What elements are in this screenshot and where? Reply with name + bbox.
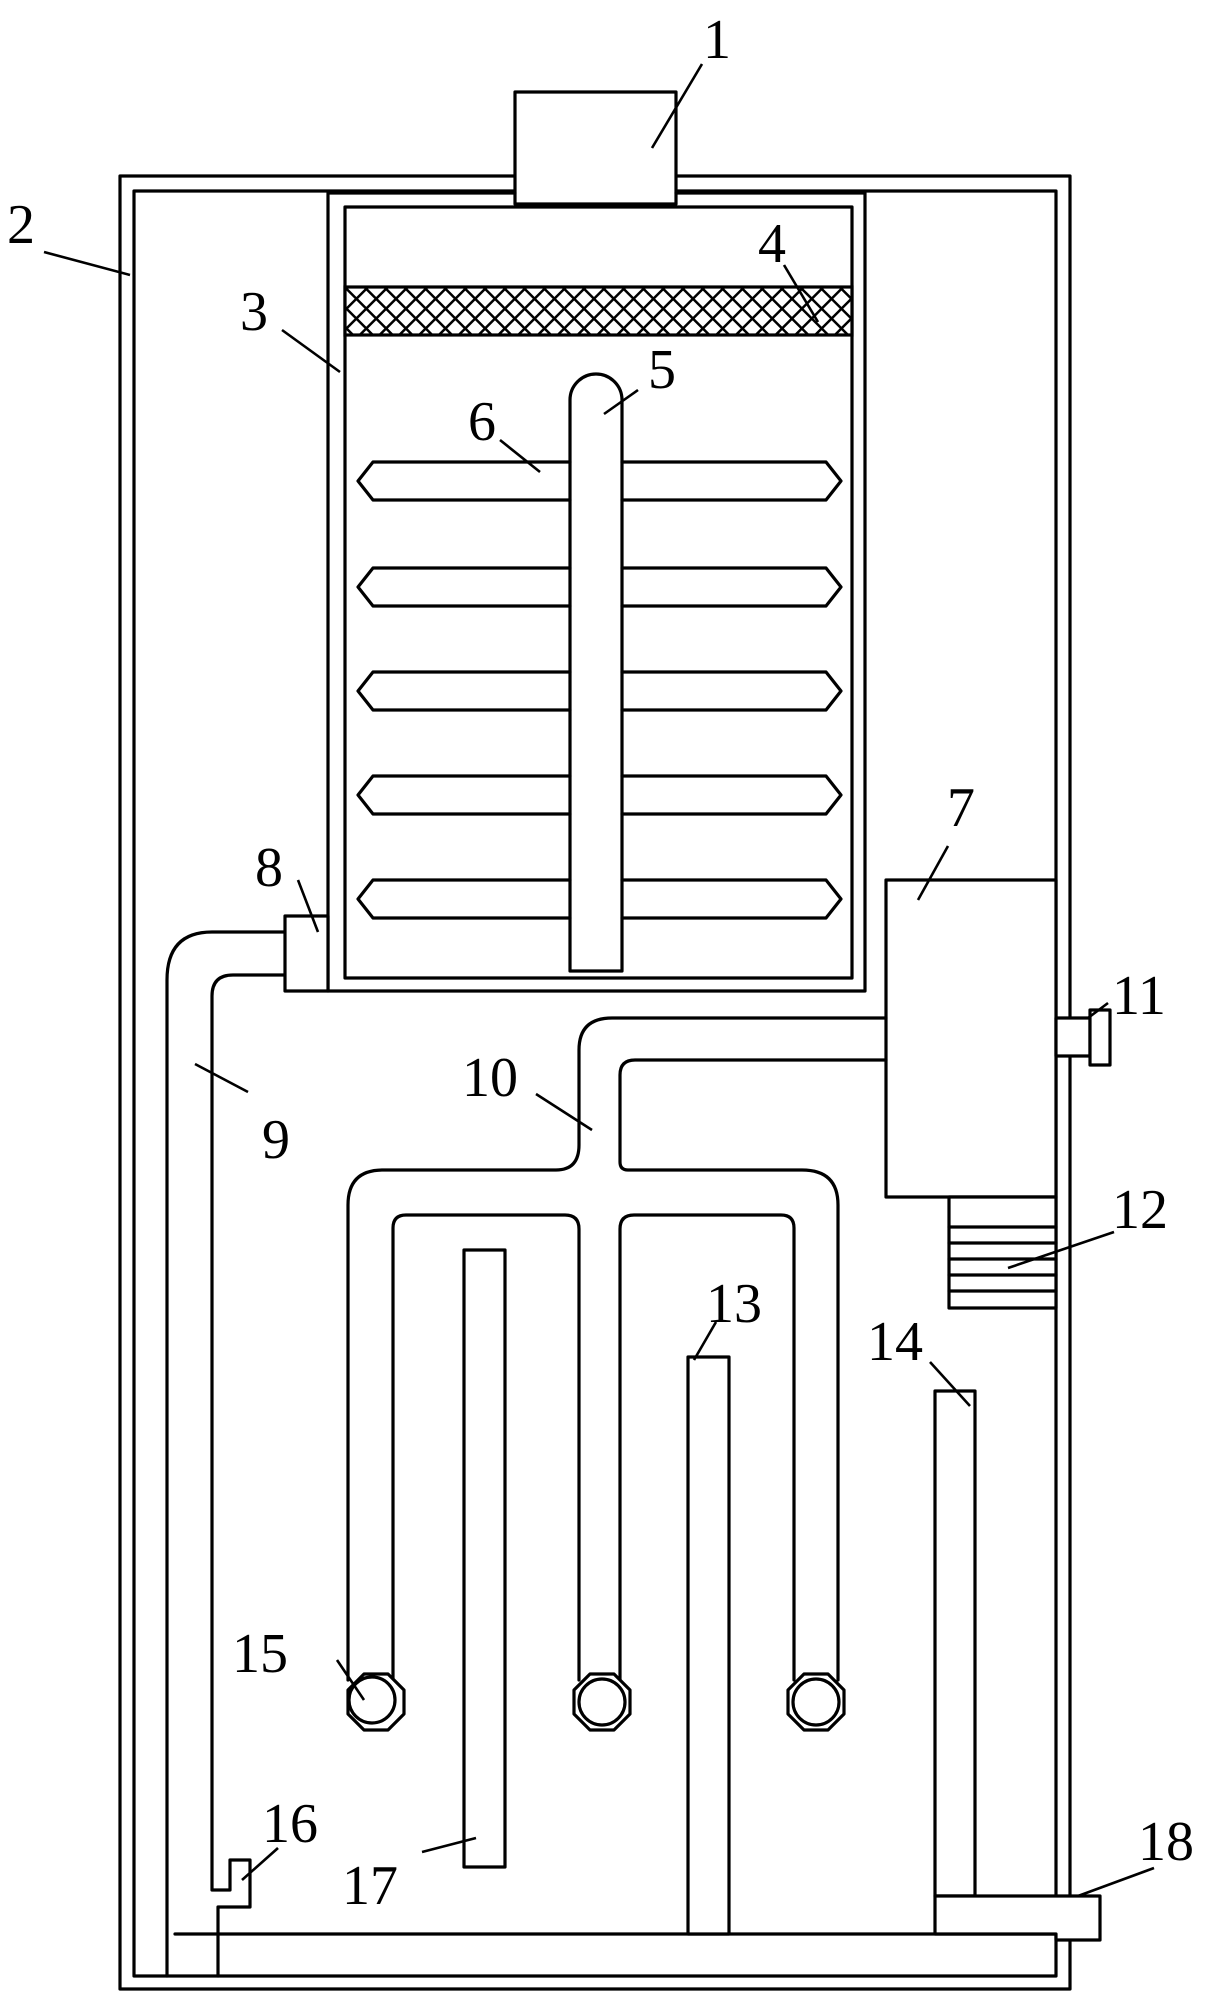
nozzle xyxy=(572,1672,632,1732)
central-shaft xyxy=(568,372,624,973)
fin-row xyxy=(356,878,843,920)
callout-12: 12 xyxy=(1112,1179,1168,1241)
callout-10: 10 xyxy=(462,1047,518,1109)
side-port xyxy=(1054,1008,1112,1067)
callout-15: 15 xyxy=(232,1623,288,1685)
right-post xyxy=(933,1389,977,1898)
callout-8: 8 xyxy=(255,837,283,899)
vent-grille xyxy=(947,1195,1058,1310)
callout-14: 14 xyxy=(867,1311,923,1373)
middle-post xyxy=(686,1355,731,1936)
branch-pipe xyxy=(346,1016,888,1682)
callout-1: 1 xyxy=(703,9,731,71)
fin-row xyxy=(356,774,843,816)
fin-row xyxy=(356,566,843,608)
callout-5: 5 xyxy=(648,339,676,401)
control-box xyxy=(884,878,1058,1199)
callout-17: 17 xyxy=(342,1855,398,1917)
callout-9: 9 xyxy=(262,1109,290,1171)
left-post xyxy=(462,1248,507,1869)
nozzle xyxy=(346,1672,406,1732)
top-vent xyxy=(513,90,678,206)
callout-18: 18 xyxy=(1138,1811,1194,1873)
callout-4: 4 xyxy=(758,213,786,275)
callout-2: 2 xyxy=(7,194,35,256)
connector-valve xyxy=(283,914,330,993)
nozzle xyxy=(786,1672,846,1732)
callout-7: 7 xyxy=(947,777,975,839)
callout-13: 13 xyxy=(706,1273,762,1335)
callout-3: 3 xyxy=(240,281,268,343)
callout-labels: 1 2 3 4 5 6 7 8 9 10 11 12 13 14 15 16 1… xyxy=(7,9,1194,1917)
filter-mesh xyxy=(343,285,854,337)
leader-lines xyxy=(43,63,1155,1898)
callout-16: 16 xyxy=(262,1793,318,1855)
drain-outlet xyxy=(933,1894,1102,1942)
fin-row xyxy=(356,460,843,502)
callout-11: 11 xyxy=(1112,965,1166,1027)
left-pipe xyxy=(165,930,287,1978)
inner-tank xyxy=(326,191,867,993)
callout-6: 6 xyxy=(468,391,496,453)
fin-row xyxy=(356,670,843,712)
horizontal-fins xyxy=(356,460,843,920)
